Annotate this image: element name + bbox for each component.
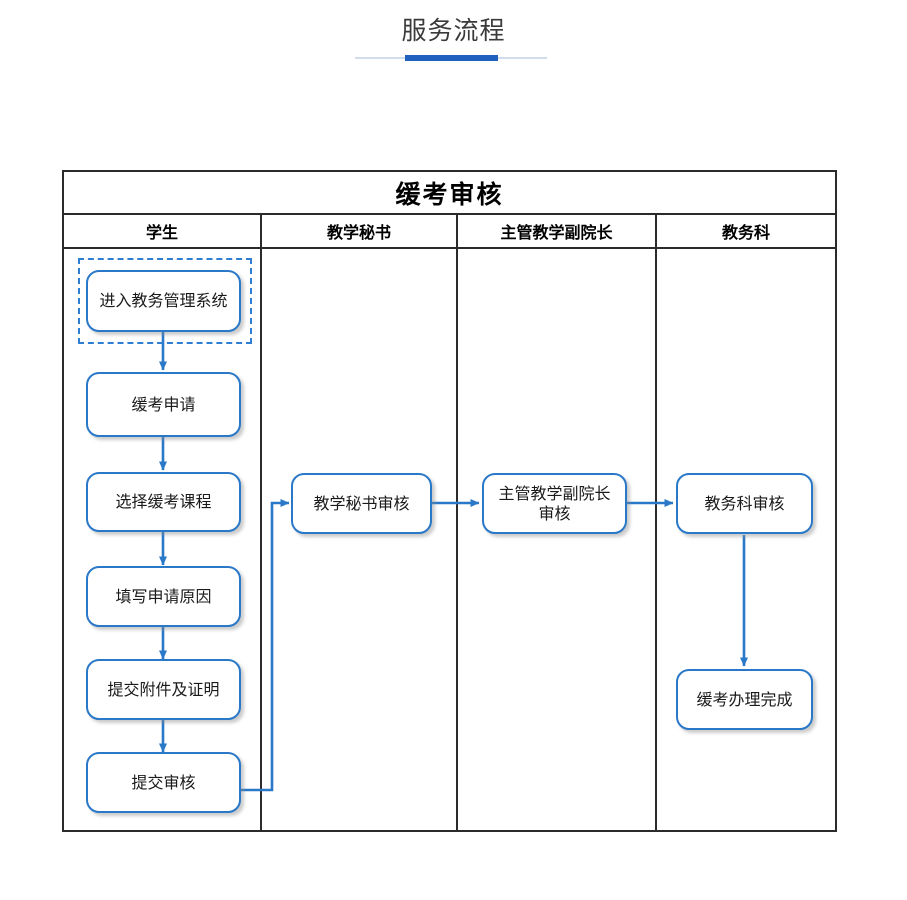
page-title: 服务流程 — [401, 16, 506, 45]
lane-header-vice-dean: 主管教学副院长 — [456, 215, 655, 247]
flowchart-title-row: 缓考审核 — [64, 172, 835, 215]
lane-teaching-secretary — [260, 249, 456, 830]
node-enter-academic-system[interactable]: 进入教务管理系统 — [86, 270, 241, 332]
node-academic-affairs-review[interactable]: 教务科审核 — [676, 473, 813, 534]
node-defer-exam-complete[interactable]: 缓考办理完成 — [676, 669, 813, 730]
node-fill-application-reason[interactable]: 填写申请原因 — [86, 566, 241, 627]
title-rule-accent — [405, 55, 498, 61]
node-defer-exam-application[interactable]: 缓考申请 — [86, 372, 241, 437]
selection-marquee[interactable] — [78, 258, 252, 344]
page-header: 服务流程 — [0, 0, 907, 80]
node-submit-for-review[interactable]: 提交审核 — [86, 752, 241, 813]
flowchart-title: 缓考审核 — [395, 179, 504, 209]
lane-header-student: 学生 — [145, 223, 178, 242]
node-select-defer-course[interactable]: 选择缓考课程 — [86, 472, 241, 532]
lane-vice-dean — [456, 249, 655, 830]
lane-header-row: 学生 教学秘书 主管教学副院长 教务科 — [64, 215, 835, 249]
node-vice-dean-review-label: 主管教学副院长审核 — [498, 483, 611, 523]
lane-header-teaching-secretary: 教学秘书 — [260, 215, 456, 247]
lane-academic-affairs — [655, 249, 835, 830]
lane-header-academic-affairs: 教务科 — [655, 215, 835, 247]
node-teaching-secretary-review[interactable]: 教学秘书审核 — [291, 473, 432, 534]
node-vice-dean-review[interactable]: 主管教学副院长审核 — [482, 473, 627, 534]
node-submit-attachment-proof[interactable]: 提交附件及证明 — [86, 659, 241, 720]
